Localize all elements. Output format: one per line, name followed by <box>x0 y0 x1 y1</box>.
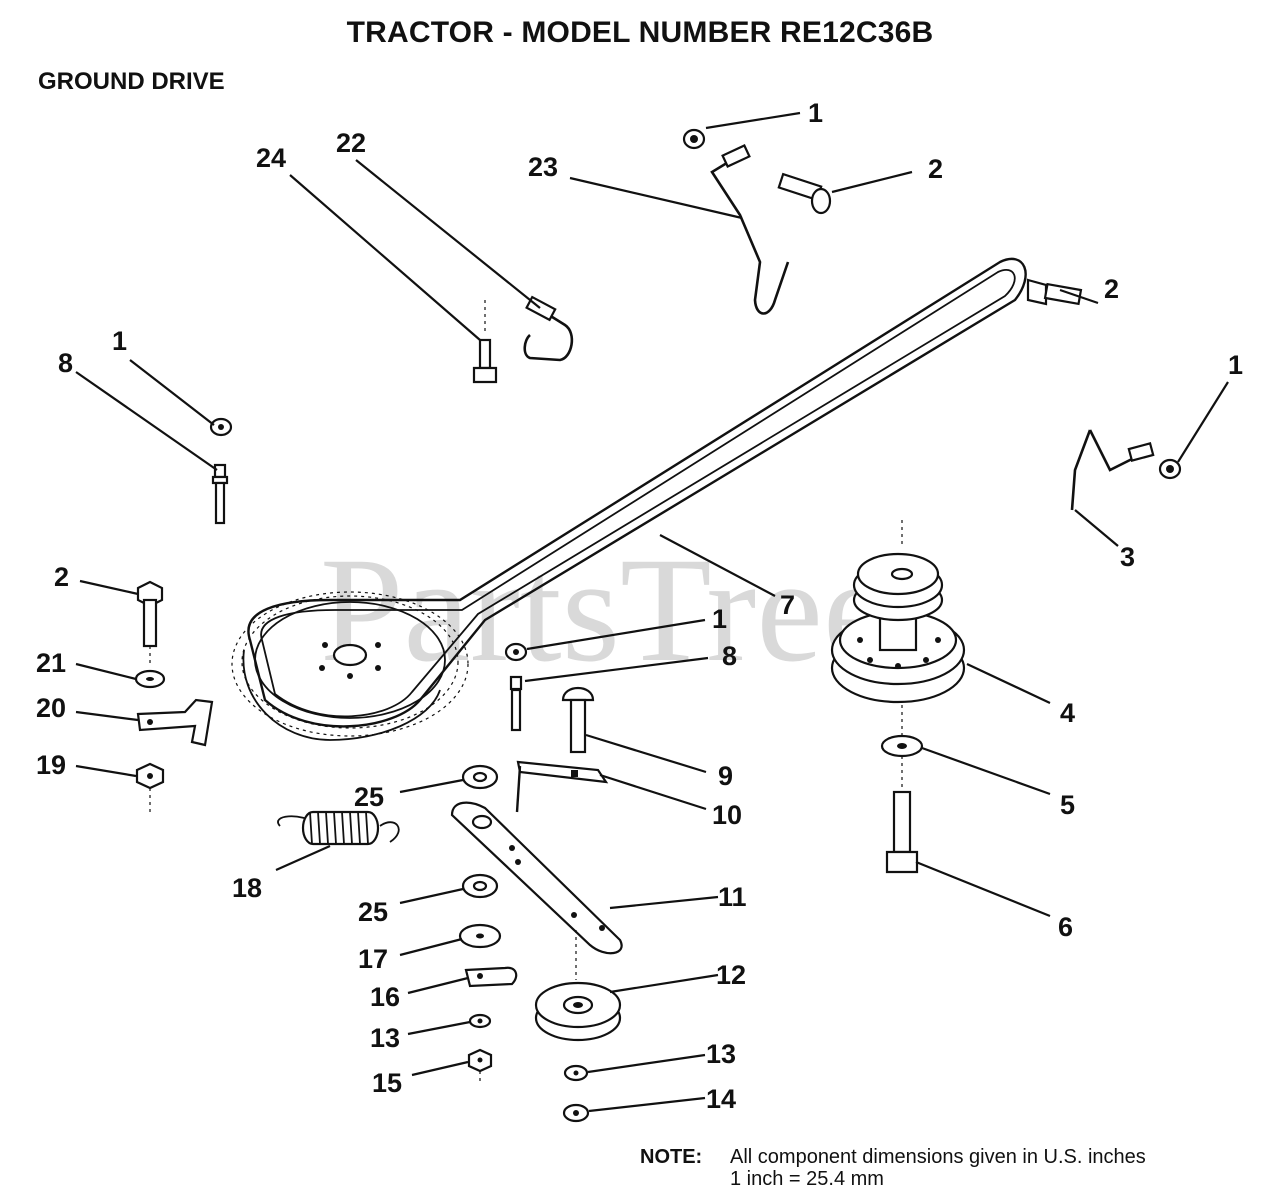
idler-arm-11 <box>450 801 623 955</box>
bolt-top <box>777 172 832 215</box>
callout-1: 1 <box>1228 350 1243 380</box>
callout-24: 24 <box>256 143 286 173</box>
callout-18: 18 <box>232 873 262 903</box>
locknut-19 <box>135 762 165 812</box>
callout-2: 2 <box>928 154 943 184</box>
callout-25: 25 <box>354 782 384 812</box>
nut-15 <box>467 1048 493 1085</box>
callout-7: 7 <box>780 590 795 620</box>
nut-center <box>504 642 528 662</box>
callout-20: 20 <box>36 693 66 723</box>
callout-12: 12 <box>716 960 746 990</box>
dimension-note: NOTE: All component dimensions given in U… <box>640 1146 1146 1190</box>
callout-6: 6 <box>1058 912 1073 942</box>
diagram-title: TRACTOR - MODEL NUMBER RE12C36B <box>346 16 934 49</box>
callout-8: 8 <box>58 348 73 378</box>
callout-16: 16 <box>370 982 400 1012</box>
note-line-1: All component dimensions given in U.S. i… <box>730 1146 1146 1168</box>
callout-13: 13 <box>370 1023 400 1053</box>
engine-pulley-4 <box>830 520 966 735</box>
nut-right <box>1158 458 1182 480</box>
rear-pulley <box>231 591 469 737</box>
carriage-bolt-9 <box>561 686 595 754</box>
drive-belt <box>242 257 1027 741</box>
bushing-25-bottom <box>461 873 499 899</box>
callout-4: 4 <box>1060 698 1075 728</box>
washer-13-right <box>563 1064 589 1082</box>
section-heading: GROUND DRIVE <box>38 68 225 95</box>
screw-24 <box>472 300 498 384</box>
callout-1: 1 <box>712 604 727 634</box>
callout-23: 23 <box>528 152 558 182</box>
parts-diagram: PartsTree <box>36 98 1243 1123</box>
washer-21 <box>134 669 166 689</box>
callout-labels: 1 2 23 24 22 1 8 2 1 3 7 2 21 20 19 1 8 … <box>36 98 1243 1114</box>
callout-11: 11 <box>718 882 747 912</box>
bracket-20 <box>136 698 214 747</box>
callout-5: 5 <box>1060 790 1075 820</box>
spring-18 <box>277 810 400 846</box>
nut-top <box>682 128 706 150</box>
pin-left <box>211 463 229 525</box>
nut-14 <box>562 1103 590 1123</box>
note-label: NOTE: <box>640 1146 703 1168</box>
callout-1: 1 <box>808 98 823 128</box>
callout-1: 1 <box>112 326 127 356</box>
bolt-right <box>1026 278 1083 306</box>
callout-8: 8 <box>722 641 737 671</box>
callout-2: 2 <box>1104 274 1119 304</box>
nut-left-top <box>209 417 233 437</box>
bolt-6 <box>885 790 919 874</box>
bracket-10 <box>515 760 609 813</box>
callout-17: 17 <box>358 944 388 974</box>
washer-13-left <box>468 1013 492 1029</box>
washer-17 <box>458 923 502 949</box>
bushing-25-top <box>461 764 499 790</box>
belt-guide-3 <box>1070 429 1155 511</box>
bolt-left <box>136 580 164 665</box>
callout-2: 2 <box>54 562 69 592</box>
callout-14: 14 <box>706 1084 736 1114</box>
callout-10: 10 <box>712 800 742 830</box>
leader-lines <box>75 111 1229 1113</box>
callout-9: 9 <box>718 761 733 791</box>
callout-13: 13 <box>706 1039 736 1069</box>
callout-21: 21 <box>36 648 66 678</box>
callout-15: 15 <box>372 1068 402 1098</box>
callout-22: 22 <box>336 128 366 158</box>
callout-3: 3 <box>1120 542 1135 572</box>
note-line-2: 1 inch = 25.4 mm <box>730 1168 884 1190</box>
idler-pulley-12 <box>534 930 622 1042</box>
clip-16 <box>464 966 518 988</box>
pin-center <box>509 675 523 732</box>
callout-19: 19 <box>36 750 66 780</box>
washer-5 <box>880 734 924 790</box>
callout-25: 25 <box>358 897 388 927</box>
belt-guide-23 <box>710 144 790 315</box>
belt-guide-22 <box>523 295 574 362</box>
